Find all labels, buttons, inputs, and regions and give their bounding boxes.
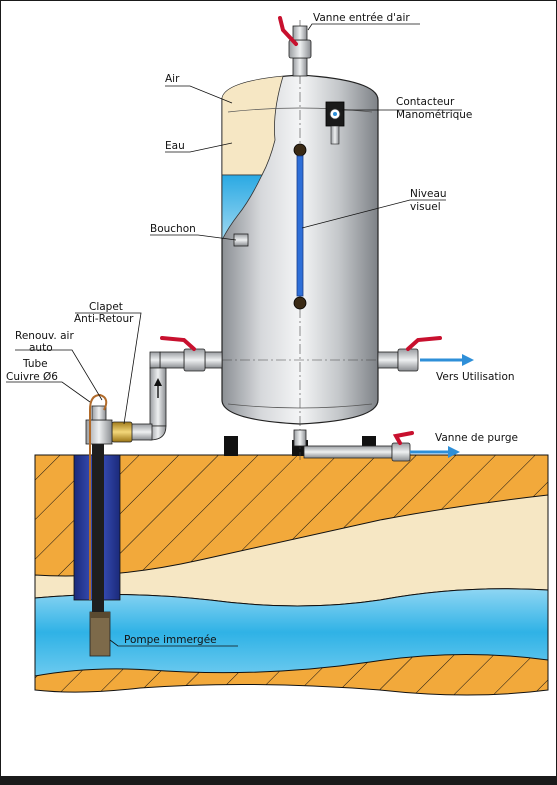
leader-vanne-entree: [307, 23, 420, 31]
pressure-switch-stem: [330, 125, 340, 145]
leader-bouchon: [150, 234, 237, 241]
inlet-pipe-horizontal: [159, 351, 185, 369]
outlet-fitting: [377, 351, 399, 369]
water-table-layer: [34, 588, 549, 677]
sight-glass-top-valve: [293, 143, 307, 157]
label-niveau-1: Niveau: [410, 188, 447, 200]
label-tube-2: Cuivre Ø6: [6, 371, 58, 383]
leader-renouv: [15, 349, 103, 401]
label-vanne-entree-air: Vanne entrée d'air: [313, 12, 410, 24]
label-tube-1: Tube: [22, 358, 48, 370]
label-vers-utilisation: Vers Utilisation: [436, 371, 515, 383]
leader-niveau: [301, 199, 446, 229]
label-clapet-2: Anti-Retour: [74, 313, 134, 325]
check-valve: [111, 421, 133, 443]
inlet-flow-arrowhead: [154, 378, 162, 386]
purge-pipe: [303, 445, 393, 459]
label-contacteur-2: Manométrique: [396, 109, 472, 121]
sight-glass-bottom-valve: [293, 296, 307, 310]
sight-glass-tube: [296, 155, 304, 297]
tank-air-zone: [222, 75, 286, 176]
label-niveau-2: visuel: [410, 201, 441, 213]
inlet-pipe-low: [129, 423, 153, 441]
inlet-valve-body: [183, 348, 206, 372]
label-air: Air: [165, 73, 180, 85]
air-inlet-nozzle: [292, 25, 308, 41]
label-vanne-purge: Vanne de purge: [435, 432, 518, 444]
outlet-flow-arrowhead: [462, 354, 474, 366]
label-contacteur-1: Contacteur: [396, 96, 455, 108]
label-renouv-1: Renouv. air: [15, 330, 74, 342]
leader-air: [165, 85, 233, 104]
tank-foot-left: [224, 436, 238, 456]
copper-tube: [89, 393, 108, 600]
purge-valve-handle: [392, 431, 414, 445]
inlet-valve-handle: [160, 336, 196, 351]
label-clapet-1: Clapet: [89, 301, 123, 313]
inlet-fitting: [204, 351, 223, 369]
purge-flow-arrowhead: [448, 446, 460, 458]
label-eau: Eau: [165, 140, 185, 152]
frame-bottom-bar: [0, 776, 557, 785]
pressure-switch-dial: [333, 112, 337, 116]
tank-water-zone: [222, 174, 263, 241]
purge-valve-body: [391, 442, 411, 462]
well-tee-top: [91, 405, 107, 421]
air-inlet-fitting: [292, 57, 308, 77]
submersible-pump: [89, 611, 111, 657]
air-inlet-valve-handle: [278, 16, 298, 46]
inlet-elbow-top: [149, 351, 161, 369]
leader-tube: [6, 381, 91, 403]
leader-eau: [165, 142, 233, 153]
label-bouchon: Bouchon: [150, 223, 196, 235]
submersible-pump-cap: [90, 612, 110, 618]
leader-clapet: [75, 312, 142, 425]
purge-drop: [293, 429, 307, 447]
plug: [233, 233, 249, 247]
leader-pompe: [109, 639, 238, 647]
label-renouv-2: auto: [29, 342, 53, 354]
outlet-valve-handle: [406, 336, 442, 351]
label-pompe-immergee: Pompe immergée: [124, 634, 217, 646]
pump-riser-pipe: [92, 440, 104, 615]
outlet-valve-body: [397, 348, 419, 372]
